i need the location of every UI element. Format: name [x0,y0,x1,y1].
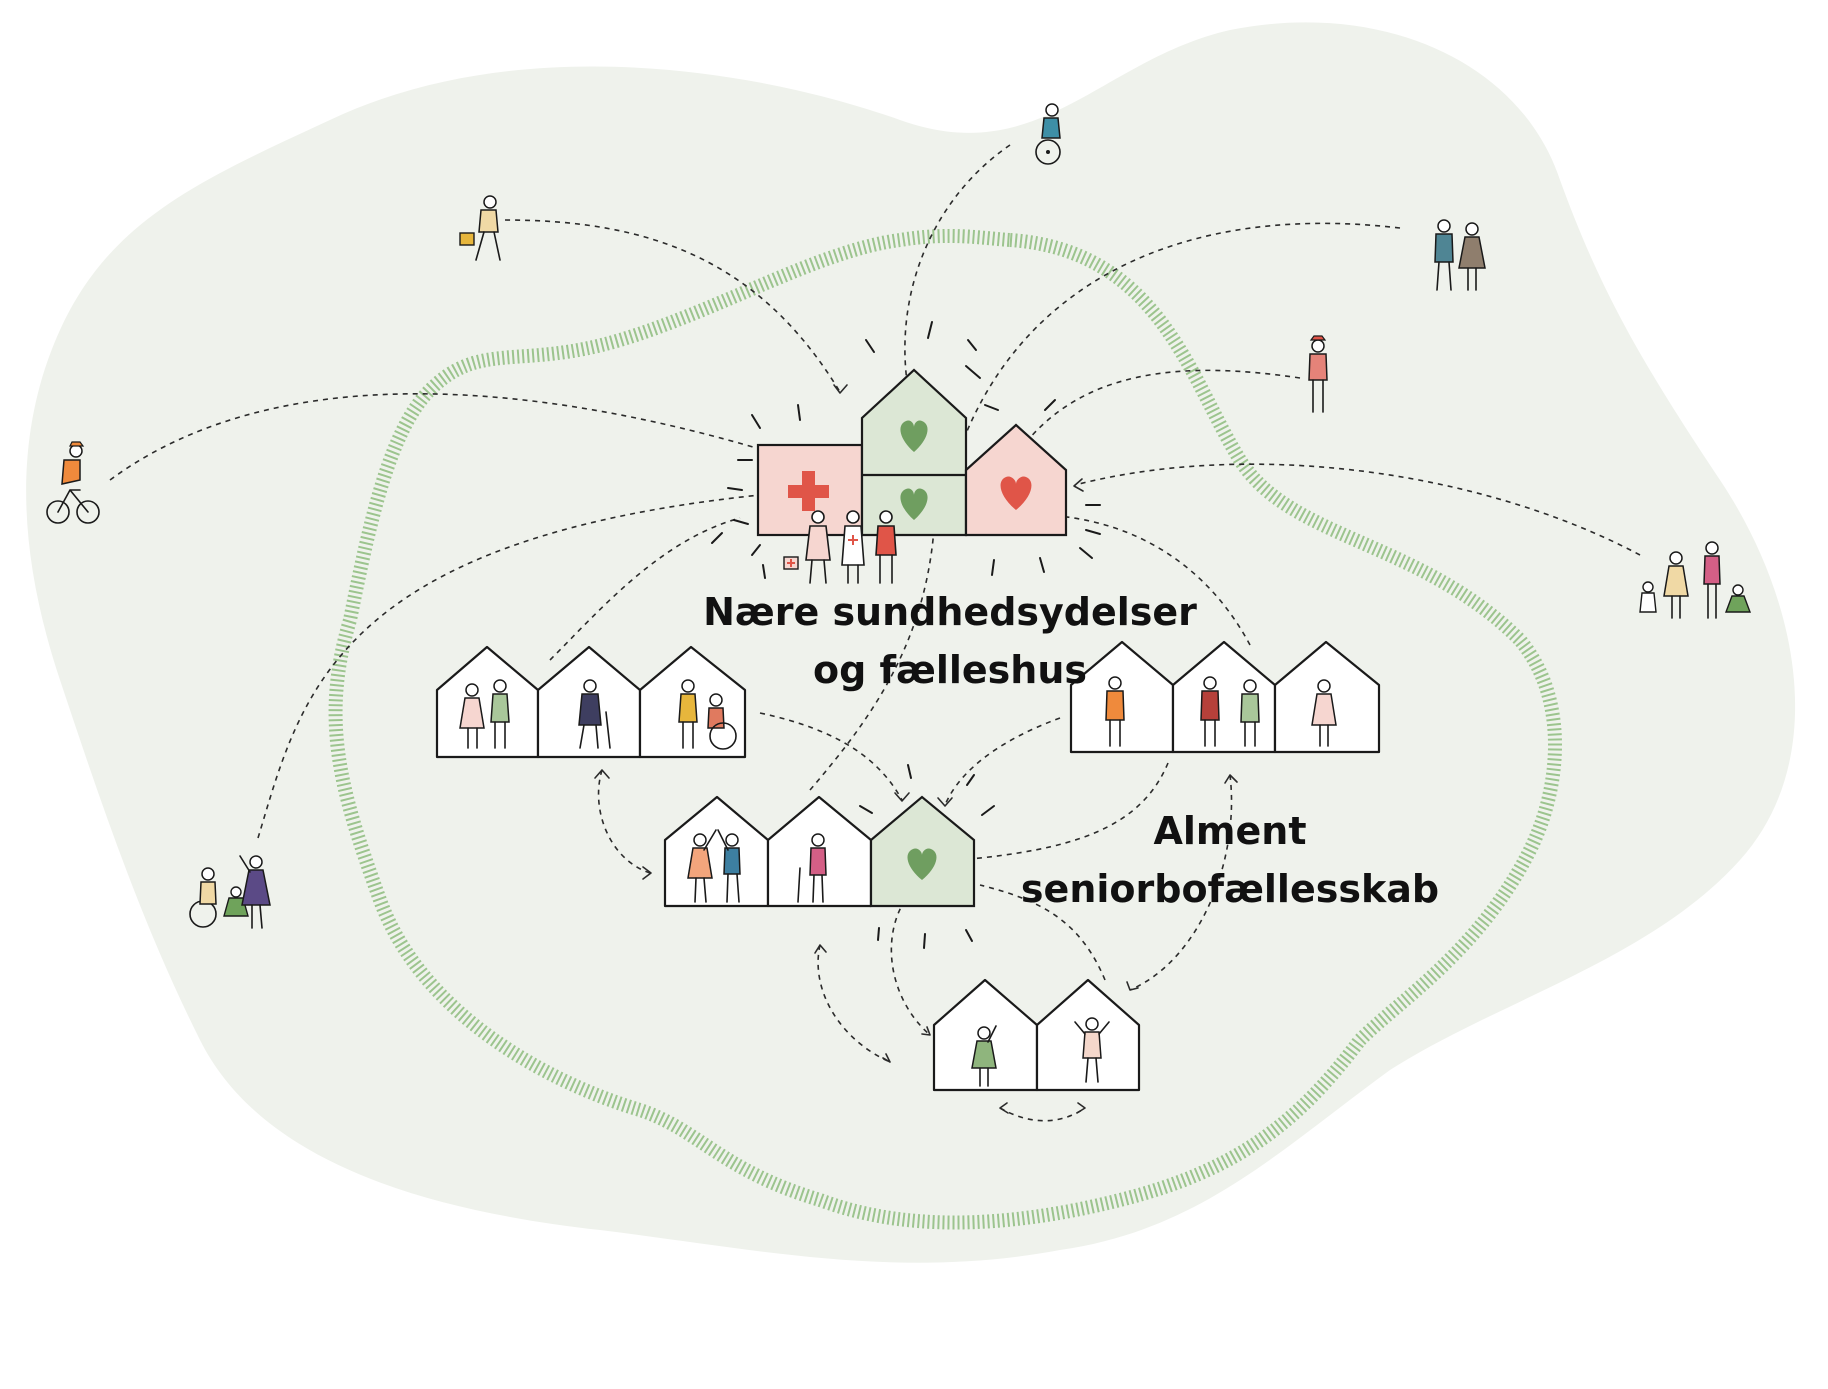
resident-figures [971,1017,1110,1087]
shopper-figure [459,195,501,261]
flow-family-right [1074,463,1641,556]
flow-wheelchair-top [904,144,1011,401]
heart-icon [900,420,928,452]
flow-vertical-right [1129,774,1233,991]
shopping-bag-icon [459,232,475,246]
walker-figure [1308,335,1328,413]
wellbeing-building [964,423,1068,537]
flow-cyclist [109,393,781,481]
heart-icon [907,848,937,880]
flow-right-row-center2 [959,762,1169,861]
health-hub [711,321,1101,584]
family-left-figure [189,855,271,929]
resident-figures [687,829,827,903]
care-house [869,795,976,908]
senior-housing-label: Alment seniorbofællesskab [1010,802,1450,918]
health-hub-label: Nære sundhedsydelser og fælleshus [600,583,1300,699]
flow-couple-top [944,222,1401,501]
family-right-figure [1639,541,1752,619]
housing-row-center [663,764,995,949]
flow-right-row-center [944,717,1061,806]
couple-figure [1434,219,1486,291]
flow-small-to-center [979,884,1106,981]
senior-housing-label-line1: Alment [1153,809,1307,853]
housing-row-left [435,645,747,759]
flow-walker-right [1019,369,1301,451]
housing-row-right [1069,640,1381,754]
housing-small-pair [932,978,1141,1092]
community-boundary [328,228,1562,1230]
hub-rays [711,321,1101,579]
health-staff-figures [783,510,897,584]
neighbourhood-area [26,22,1796,1263]
wheelchair-icon [1035,139,1061,165]
resident-figures [1105,676,1337,747]
health-hub-label-line2: og fælleshus [812,648,1088,692]
flow-bottom-center [890,899,931,1036]
senior-housing-label-line2: seniorbofællesskab [1020,867,1440,911]
community-house-building [860,368,968,537]
center-rays [859,764,995,949]
wheelchair-icon [709,722,737,750]
red-cross-icon [788,471,829,511]
heart-icon [900,488,928,520]
health-hub-label-line1: Nære sundhedsydelser [703,590,1197,634]
flow-lines [109,144,1641,1122]
flow-family-left [257,494,761,839]
resident-figures [459,679,737,750]
wheelchair-user-figure [1035,103,1061,165]
flow-house-right-hub [1044,514,1251,646]
flow-vertical-left [597,769,651,874]
cyclist-figure [46,441,100,524]
flow-lower-hub [809,511,936,791]
heart-icon [1000,476,1032,510]
